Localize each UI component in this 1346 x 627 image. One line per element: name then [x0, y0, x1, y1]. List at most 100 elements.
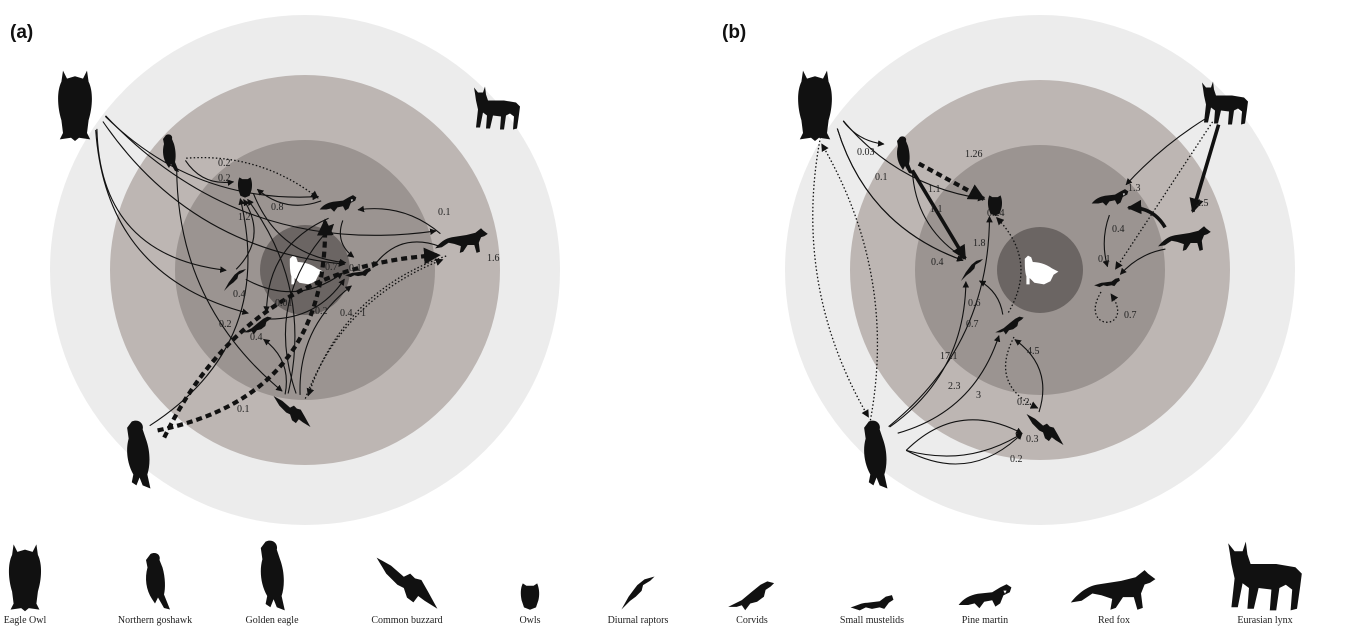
- edge-value-label: 0.6: [968, 298, 981, 309]
- edge-value-label: 0.2: [1017, 397, 1030, 408]
- small-mustelid-icon: [850, 595, 894, 611]
- red-fox-icon: [1070, 570, 1156, 610]
- edge-value-label: 0.7: [966, 319, 979, 330]
- edge-value-label: 0.03: [857, 147, 875, 158]
- interaction-arrow: [996, 217, 1022, 313]
- edge-value-label: 0.1: [875, 172, 888, 183]
- interaction-arrow: [252, 192, 347, 266]
- interaction-arrows: 0.031.261.10.11.10.241.32.50.41.80.40.10…: [812, 116, 1221, 465]
- interaction-arrow: [245, 272, 344, 293]
- interaction-arrow: [911, 170, 966, 260]
- corvid-icon: [728, 581, 775, 611]
- interaction-arrow: [1014, 339, 1044, 413]
- edge-value-label: 0.01: [275, 298, 293, 309]
- interaction-arrow: [157, 218, 334, 433]
- interaction-arrow: [299, 285, 352, 395]
- legend-label: Eagle Owl: [4, 615, 47, 626]
- interaction-arrow: [256, 188, 322, 206]
- edge-value-label: 0.2: [315, 306, 328, 317]
- edge-value-label: 2.5: [1196, 198, 1209, 209]
- interaction-arrow: [821, 143, 879, 425]
- interaction-arrow: [897, 335, 1001, 434]
- interaction-arrow: [1114, 121, 1214, 270]
- panel-label: (b): [722, 22, 746, 43]
- edge-value-label: 2.3: [948, 381, 961, 392]
- panel-label: (a): [10, 22, 33, 43]
- legend-label: Pine martin: [962, 615, 1008, 626]
- edge-value-label: 1.1: [930, 204, 943, 215]
- interaction-arrow: [905, 419, 1023, 451]
- interaction-arrow: [162, 247, 441, 439]
- panel-b: (b)0.031.261.10.11.10.241.32.50.41.80.40…: [722, 15, 1295, 525]
- interaction-arrow: [1094, 291, 1119, 323]
- interaction-arrow: [96, 128, 227, 273]
- interaction-arrow: [978, 280, 1004, 315]
- interaction-arrow: [306, 255, 447, 397]
- interaction-arrow: [186, 157, 319, 199]
- interaction-arrow: [1102, 214, 1110, 268]
- interaction-arrow: [906, 432, 1023, 457]
- legend-label: Corvids: [736, 615, 768, 626]
- edge-value-label: 1.6: [487, 253, 500, 264]
- interaction-arrow: [176, 169, 283, 392]
- interaction-arrow: [285, 223, 334, 394]
- interaction-arrow: [888, 215, 993, 428]
- diurnal-raptor-icon: [621, 576, 655, 610]
- golden-eagle-icon: [260, 540, 285, 611]
- edge-value-label: 1: [361, 308, 366, 319]
- buzzard-icon: [376, 557, 438, 609]
- owl-icon: [520, 583, 540, 610]
- edge-value-label: 0.2: [218, 173, 231, 184]
- legend-label: Golden eagle: [245, 615, 299, 626]
- edge-value-label: 0.4: [340, 308, 353, 319]
- eagle-owl-icon: [798, 70, 832, 141]
- edge-value-label: 0.2: [218, 158, 231, 169]
- edge-value-label: 3: [976, 390, 981, 401]
- edge-value-label: 0.2: [219, 319, 232, 330]
- legend-label: Common buzzard: [371, 615, 442, 626]
- interaction-arrow: [269, 278, 345, 320]
- interaction-arrow: [889, 281, 970, 428]
- interaction-arrow: [263, 217, 329, 313]
- legend-label: Diurnal raptors: [608, 615, 669, 626]
- interaction-arrow: [1189, 124, 1221, 213]
- interaction-arrow: [842, 120, 985, 202]
- interaction-arrow: [1126, 199, 1167, 229]
- edge-value-label: 0.4: [1112, 224, 1125, 235]
- goshawk-icon: [146, 553, 170, 610]
- edge-value-label: 0.1: [438, 207, 451, 218]
- edge-value-label: 1.1: [928, 184, 941, 195]
- legend-label: Small mustelids: [840, 615, 904, 626]
- interaction-arrow: [836, 128, 964, 262]
- interaction-arrow: [247, 198, 296, 394]
- eagle-owl-icon: [8, 544, 42, 612]
- owl-icon: [237, 177, 253, 198]
- pine-marten-icon: [958, 584, 1012, 609]
- edge-value-label: 17.1: [940, 351, 958, 362]
- interaction-arrow: [235, 199, 255, 270]
- edge-value-label: 4.5: [1027, 346, 1040, 357]
- lynx-icon: [1228, 541, 1302, 611]
- interaction-arrow: [339, 220, 355, 258]
- interaction-arrow: [905, 432, 1023, 465]
- edge-value-label: 0.4: [931, 257, 944, 268]
- interaction-arrow: [357, 205, 441, 235]
- edge-value-label: 1.26: [965, 149, 983, 160]
- edge-value-label: 0.4: [250, 332, 263, 343]
- edge-value-label: 0.8: [271, 202, 284, 213]
- interaction-arrow: [1125, 116, 1208, 186]
- legend-label: Red fox: [1098, 615, 1130, 626]
- legend-label: Eurasian lynx: [1237, 615, 1292, 626]
- interaction-arrow: [372, 241, 441, 269]
- edge-value-label: 1.8: [973, 238, 986, 249]
- legend-label: Owls: [519, 615, 540, 626]
- edge-value-label: 0.7: [1124, 310, 1137, 321]
- edge-value-label: 0.3: [1026, 434, 1039, 445]
- edge-value-label: 0.1: [1098, 254, 1111, 265]
- interaction-arrow: [102, 121, 346, 267]
- interaction-arrow: [149, 198, 249, 427]
- interaction-arrow: [263, 338, 287, 395]
